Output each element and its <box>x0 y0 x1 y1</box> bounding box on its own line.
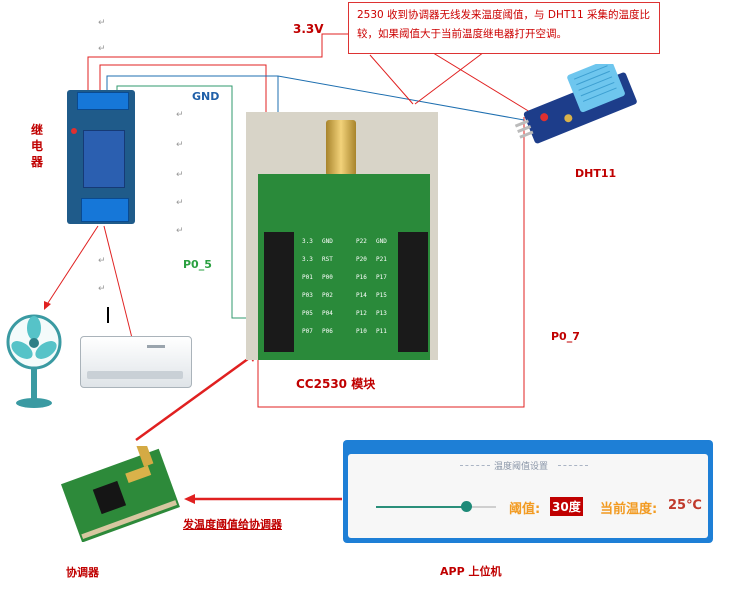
text-cursor <box>107 307 109 323</box>
label-coordinator: 协调器 <box>66 566 99 579</box>
wire-gnd <box>106 75 525 121</box>
pin-label: 3.3 <box>302 256 313 263</box>
pin-label: 3.3 <box>302 238 313 245</box>
label-send-threshold: 发温度阈值给协调器 <box>183 518 282 531</box>
relay-terminal-top <box>77 92 129 110</box>
left-header-labels: 3.3 GND 3.3 RST P01 P00 P03 P02 P05 P04 … <box>302 238 342 348</box>
panel-title-line-left <box>460 465 490 466</box>
label-gnd: GND <box>192 90 220 103</box>
paragraph-mark: ↵ <box>176 110 184 120</box>
dht11-sensor <box>514 64 637 144</box>
pin-label: P14 <box>356 292 367 299</box>
paragraph-mark: ↵ <box>176 170 184 180</box>
coordinator-board <box>60 446 180 542</box>
cc2530-module: 3.3 GND 3.3 RST P01 P00 P03 P02 P05 P04 … <box>246 112 438 360</box>
air-conditioner <box>80 336 192 388</box>
arrow-relay-ac <box>103 225 135 347</box>
paragraph-mark: ↵ <box>98 256 106 266</box>
right-header-labels: P22 GND P20 P21 P16 P17 P14 P15 P12 P13 … <box>356 238 396 348</box>
pin-label: P12 <box>356 310 367 317</box>
label-p05: P0_5 <box>183 258 212 271</box>
panel-title-line-right <box>558 465 588 466</box>
label-dht11: DHT11 <box>575 167 617 180</box>
pin-label: P02 <box>322 292 333 299</box>
pin-label: P20 <box>356 256 367 263</box>
pin-label: P22 <box>356 238 367 245</box>
paragraph-mark: ↵ <box>98 284 106 294</box>
slider-thumb[interactable] <box>460 501 472 512</box>
label-cc2530: CC2530 模块 <box>296 377 376 391</box>
pin-label: P07 <box>302 328 313 335</box>
label-3v3: 3.3V <box>293 22 324 36</box>
ac-logo <box>147 345 165 348</box>
left-pin-header <box>264 232 294 352</box>
pin-label: RST <box>322 256 333 263</box>
cc2530-pcb: 3.3 GND 3.3 RST P01 P00 P03 P02 P05 P04 … <box>258 174 430 360</box>
pin-label: P21 <box>376 256 387 263</box>
label-relay: 继电器 <box>31 123 44 169</box>
paragraph-mark: ↵ <box>176 140 184 150</box>
arrow-relay-fan <box>45 225 99 307</box>
app-window: 温度阈值设置 阈值: 30度 当前温度: 25℃ <box>343 440 713 543</box>
arrowhead-fan <box>44 301 51 310</box>
relay-coil <box>83 130 125 188</box>
pin-label: P13 <box>376 310 387 317</box>
paragraph-mark: ↵ <box>98 18 106 28</box>
pin-label: P05 <box>302 310 313 317</box>
relay-led <box>71 128 77 134</box>
pin-label: GND <box>322 238 333 245</box>
relay-module <box>67 90 135 224</box>
pin-label: P16 <box>356 274 367 281</box>
arrow-coordinator-cc2530 <box>135 354 253 442</box>
wire-p05 <box>116 85 262 319</box>
ac-vent <box>87 371 183 379</box>
slider-fill <box>376 506 466 508</box>
threshold-panel: 温度阈值设置 阈值: 30度 当前温度: 25℃ <box>348 454 708 538</box>
pin-label: P03 <box>302 292 313 299</box>
threshold-label: 阈值: <box>509 502 541 517</box>
paragraph-mark: ↵ <box>176 226 184 236</box>
pin-label: P06 <box>322 328 333 335</box>
note-pointer <box>369 54 414 105</box>
right-pin-header <box>398 232 428 352</box>
pin-label: P04 <box>322 310 333 317</box>
label-app: APP 上位机 <box>440 565 502 578</box>
annotation-note: 2530 收到协调器无线发来温度阈值，与 DHT11 采集的温度比较，如果阈值大… <box>348 2 660 54</box>
pin-label: GND <box>376 238 387 245</box>
paragraph-mark: ↵ <box>98 44 106 54</box>
fan-icon <box>6 314 62 408</box>
threshold-value: 30度 <box>550 497 583 516</box>
pin-label: P01 <box>302 274 313 281</box>
paragraph-mark: ↵ <box>176 198 184 208</box>
panel-title: 温度阈值设置 <box>494 462 549 472</box>
label-p07: P0_7 <box>551 330 580 343</box>
pin-label: P15 <box>376 292 387 299</box>
pin-label: P17 <box>376 274 387 281</box>
pin-label: P10 <box>356 328 367 335</box>
arrowhead-coordinator <box>184 494 195 504</box>
relay-terminal-bottom <box>81 198 129 222</box>
pin-label: P00 <box>322 274 333 281</box>
antenna-connector <box>326 120 356 176</box>
current-temp-value: 25℃ <box>668 498 702 513</box>
pin-label: P11 <box>376 328 387 335</box>
threshold-slider[interactable] <box>376 501 496 513</box>
current-temp-label: 当前温度: <box>600 502 658 517</box>
